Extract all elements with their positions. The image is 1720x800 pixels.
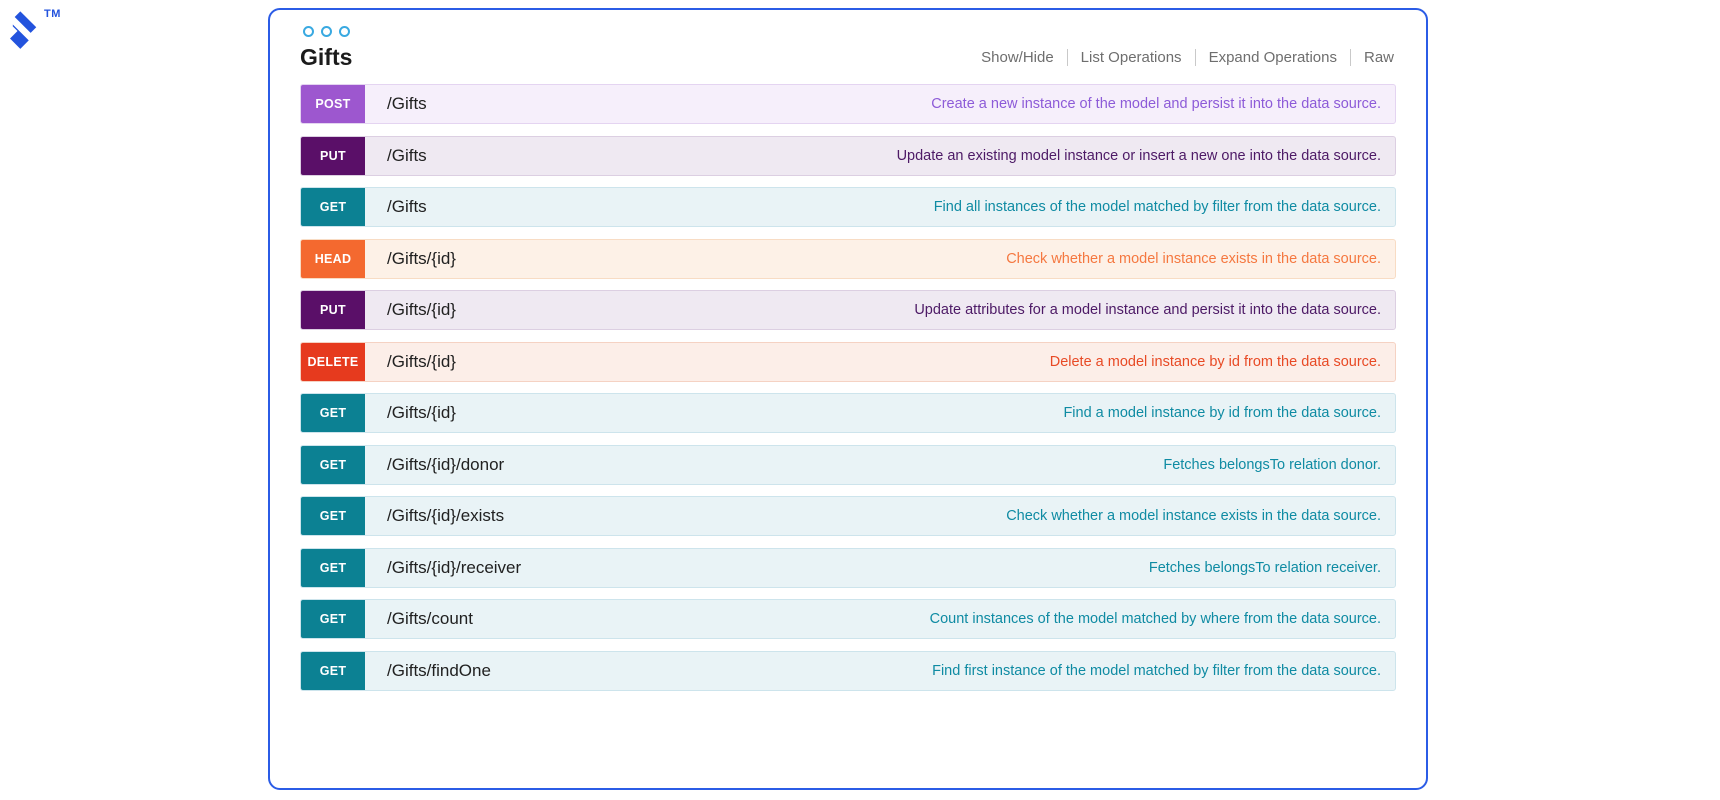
endpoint-row[interactable]: HEAD /Gifts/{id} Check whether a model i… (300, 238, 1396, 279)
window-dots (303, 26, 1396, 37)
endpoint-row[interactable]: PUT /Gifts Update an existing model inst… (300, 135, 1396, 176)
method-badge: PUT (301, 291, 365, 329)
endpoint-path[interactable]: /Gifts/findOne (387, 660, 491, 680)
endpoint-row[interactable]: GET /Gifts/{id}/donor Fetches belongsTo … (300, 444, 1396, 485)
endpoint-row[interactable]: GET /Gifts/{id}/receiver Fetches belongs… (300, 547, 1396, 588)
endpoint-description[interactable]: Count instances of the model matched by … (929, 611, 1381, 627)
method-badge: GET (301, 651, 365, 690)
endpoint-row[interactable]: POST /Gifts Create a new instance of the… (300, 84, 1396, 124)
method-badge: HEAD (301, 239, 365, 278)
method-badge: GET (301, 188, 365, 226)
endpoint-row[interactable]: GET /Gifts/{id}/exists Check whether a m… (300, 496, 1396, 536)
action-link-raw[interactable]: Raw (1349, 49, 1396, 66)
endpoint-row[interactable]: GET /Gifts/findOne Find first instance o… (300, 650, 1396, 691)
method-badge: GET (301, 600, 365, 638)
method-badge: PUT (301, 136, 365, 175)
endpoint-path[interactable]: /Gifts/{id}/receiver (387, 557, 522, 577)
endpoint-list: POST /Gifts Create a new instance of the… (300, 84, 1396, 691)
endpoint-description[interactable]: Delete a model instance by id from the d… (1049, 353, 1381, 370)
endpoint-path[interactable]: /Gifts/{id} (387, 300, 456, 319)
window-dot-icon (321, 26, 332, 37)
method-badge: POST (301, 85, 365, 123)
toptal-logo: TM (10, 6, 70, 58)
method-badge: GET (301, 548, 365, 587)
action-link-show-hide[interactable]: Show/Hide (981, 49, 1054, 66)
endpoint-row[interactable]: GET /Gifts Find all instances of the mod… (300, 187, 1396, 227)
endpoint-row[interactable]: GET /Gifts/{id} Find a model instance by… (300, 393, 1396, 433)
endpoint-path[interactable]: /Gifts/{id} (387, 248, 456, 268)
method-badge: DELETE (301, 342, 365, 381)
endpoint-description[interactable]: Fetches belongsTo relation donor. (1163, 456, 1381, 473)
endpoint-row[interactable]: GET /Gifts/count Count instances of the … (300, 599, 1396, 639)
endpoint-row[interactable]: PUT /Gifts/{id} Update attributes for a … (300, 290, 1396, 330)
endpoint-description[interactable]: Update an existing model instance or ins… (896, 147, 1381, 164)
action-link-list-operations[interactable]: List Operations (1066, 49, 1195, 66)
endpoint-description[interactable]: Find all instances of the model matched … (933, 199, 1381, 215)
endpoint-path[interactable]: /Gifts (387, 94, 427, 113)
endpoint-description[interactable]: Check whether a model instance exists in… (1006, 250, 1381, 267)
toptal-logo-icon (10, 11, 37, 49)
endpoint-path[interactable]: /Gifts/{id}/donor (387, 454, 505, 474)
window-dot-icon (339, 26, 350, 37)
page-title: Gifts (300, 44, 353, 70)
method-badge: GET (301, 394, 365, 432)
endpoint-path[interactable]: /Gifts/{id} (387, 403, 456, 422)
trademark-label: TM (44, 8, 61, 20)
endpoint-path[interactable]: /Gifts/{id}/exists (387, 506, 505, 525)
endpoint-path[interactable]: /Gifts/count (387, 609, 473, 628)
window-dot-icon (303, 26, 314, 37)
endpoint-path[interactable]: /Gifts/{id} (387, 351, 456, 371)
action-link-expand-operations[interactable]: Expand Operations (1194, 49, 1350, 66)
endpoint-description[interactable]: Check whether a model instance exists in… (1006, 508, 1381, 524)
endpoint-description[interactable]: Create a new instance of the model and p… (931, 96, 1381, 112)
endpoint-description[interactable]: Update attributes for a model instance a… (914, 302, 1381, 318)
endpoint-description[interactable]: Find first instance of the model matched… (932, 662, 1381, 679)
endpoint-row[interactable]: DELETE /Gifts/{id} Delete a model instan… (300, 341, 1396, 382)
method-badge: GET (301, 445, 365, 484)
endpoint-path[interactable]: /Gifts (387, 197, 427, 216)
endpoint-description[interactable]: Find a model instance by id from the dat… (1063, 405, 1381, 421)
endpoint-path[interactable]: /Gifts (387, 145, 427, 165)
endpoint-description[interactable]: Fetches belongsTo relation receiver. (1148, 559, 1381, 576)
method-badge: GET (301, 497, 365, 535)
